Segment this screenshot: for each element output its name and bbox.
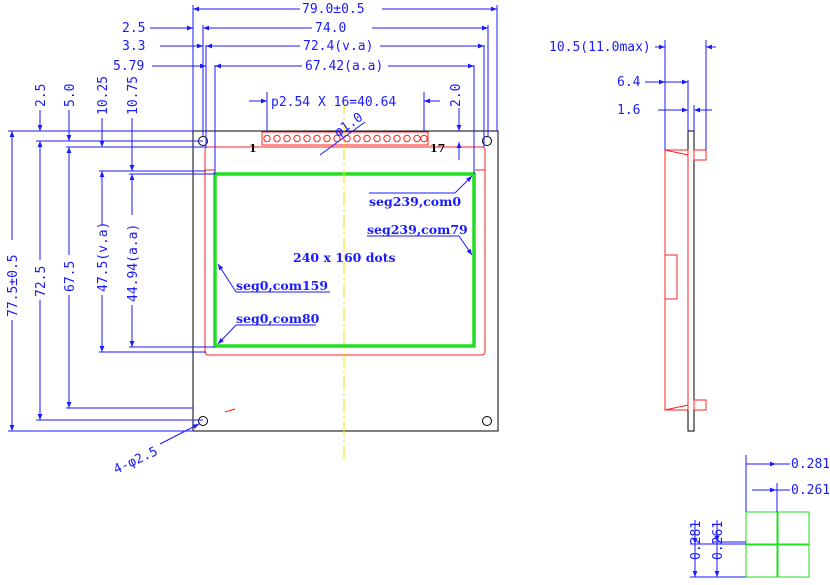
vert-2-5: 2.5 xyxy=(34,84,49,107)
mount-hole-br xyxy=(482,416,492,426)
pixel-h-0-281: 0.281 xyxy=(791,457,830,472)
mount-hole-tr xyxy=(482,136,492,146)
offset-3-3: 3.3 xyxy=(122,39,145,54)
vert-10-75: 10.75 xyxy=(126,76,141,115)
pin-17-label: 17 xyxy=(430,142,445,155)
label-seg0-com80: seg0,com80 xyxy=(236,311,320,326)
corner-leaders xyxy=(217,175,473,345)
pixel-h-0-261: 0.261 xyxy=(791,483,830,498)
pitch-label: p2.54 X 16=40.64 xyxy=(271,95,396,110)
dim-width-74: 74.0 xyxy=(315,21,346,36)
vert-5-0: 5.0 xyxy=(63,84,78,107)
offset-2-5: 2.5 xyxy=(122,21,145,36)
left-dimensions xyxy=(8,110,215,445)
connector-pins xyxy=(261,131,429,146)
vert-10-25: 10.25 xyxy=(96,76,111,115)
height-72-5: 72.5 xyxy=(34,266,49,297)
label-seg239-com0: seg239,com0 xyxy=(369,194,461,209)
dim-width-aa: 67.42(a.a) xyxy=(305,59,383,74)
height-aa: 44.94(a.a) xyxy=(126,224,141,302)
height-67-5: 67.5 xyxy=(63,261,78,292)
side-thickness: 10.5(11.0max) xyxy=(549,40,651,55)
pixel-detail xyxy=(690,455,810,578)
label-seg0-com159: seg0,com159 xyxy=(236,278,328,293)
mount-hole-bl xyxy=(198,416,208,426)
pcb-outline xyxy=(192,130,499,432)
label-resolution: 240 x 160 dots xyxy=(293,250,396,265)
bezel-detail xyxy=(224,408,236,413)
bezel-outline xyxy=(204,146,486,356)
offset-5-79: 5.79 xyxy=(113,59,144,74)
height-total: 77.5±0.5 xyxy=(6,254,21,317)
label-seg239-com79: seg239,com79 xyxy=(367,222,468,237)
height-va: 47.5(v.a) xyxy=(96,222,111,292)
pitch-offset-label: 2.0 xyxy=(449,84,464,107)
pin-1-label: 1 xyxy=(249,142,257,155)
dim-width-total: 79.0±0.5 xyxy=(302,2,365,17)
mount-hole-label: 4-φ2.5 xyxy=(111,444,160,477)
side-1-6: 1.6 xyxy=(617,103,640,118)
dim-width-va: 72.4(v.a) xyxy=(303,39,373,54)
top-dimensions xyxy=(150,5,498,174)
pixel-v-0-261: 0.261 xyxy=(711,521,726,560)
side-view xyxy=(645,40,716,432)
pixel-v-0-281: 0.281 xyxy=(689,521,704,560)
side-6-4: 6.4 xyxy=(617,75,641,90)
